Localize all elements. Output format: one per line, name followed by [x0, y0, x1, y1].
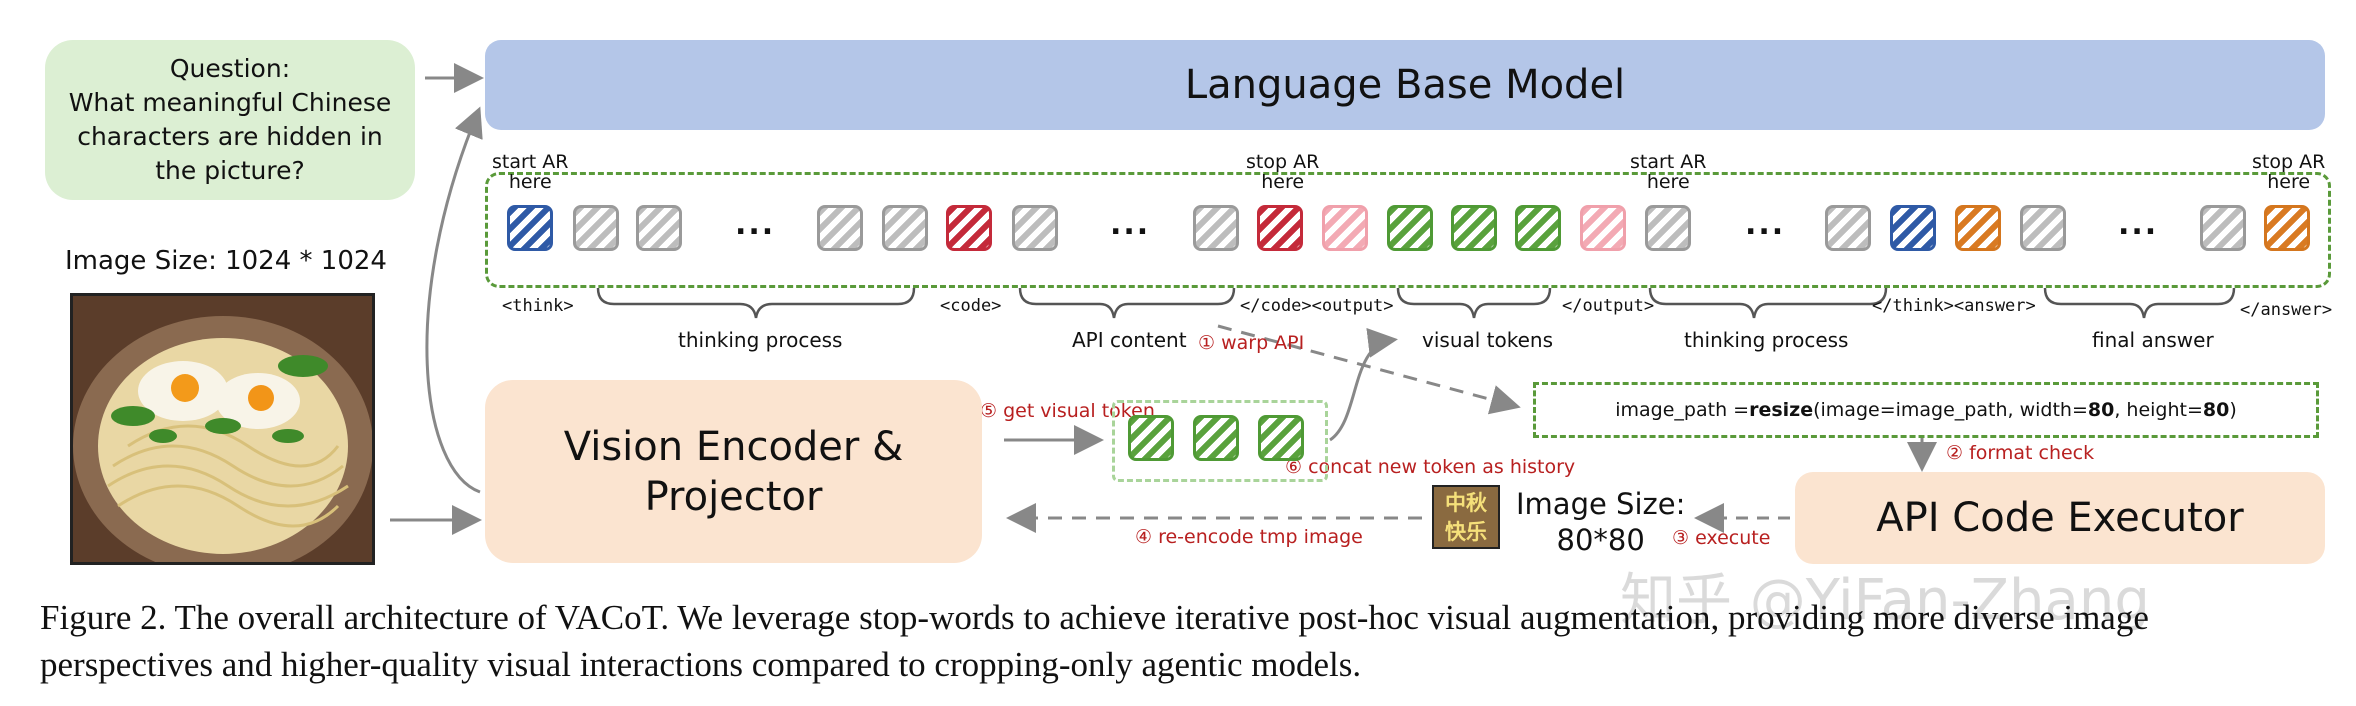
tmp-image-thumbnail: 中秋快乐: [1432, 485, 1500, 549]
warp-api-arrow: [1217, 324, 1521, 415]
token-think: [1825, 205, 1871, 251]
label-thinking-process-2: thinking process: [1684, 328, 1849, 352]
tmp-image-size: Image Size: 80*80: [1516, 487, 1686, 557]
step-re-encode: ④ re-encode tmp image: [1135, 526, 1363, 548]
token-visual: [1387, 205, 1433, 251]
new-visual-token: [1193, 415, 1239, 461]
token-answer-content: [2020, 205, 2066, 251]
token-output-end: [1580, 205, 1626, 251]
token-code: [946, 205, 992, 251]
label-thinking-process-1: thinking process: [678, 328, 843, 352]
step-execute: ③ execute: [1672, 527, 1771, 549]
token-think: [817, 205, 863, 251]
token-sequence: [485, 172, 2331, 288]
token-start: [507, 205, 553, 251]
label-visual-tokens: visual tokens: [1422, 328, 1554, 352]
ellipsis-1: ...: [735, 207, 776, 242]
token-think-end: [1890, 205, 1936, 251]
tag-code-output: </code><output>: [1240, 296, 1394, 316]
question-title: Question:: [169, 54, 291, 83]
token-code-end: [1257, 205, 1303, 251]
input-image: [70, 293, 375, 565]
ellipsis-2: ...: [1110, 207, 1151, 242]
token-visual: [1451, 205, 1497, 251]
token-think: [882, 205, 928, 251]
concat-arrow: [1329, 327, 1398, 442]
step-warp-api: ① warp API: [1198, 332, 1305, 354]
ellipsis-4: ...: [2118, 207, 2159, 242]
token-api: [1012, 205, 1058, 251]
token-api: [1193, 205, 1239, 251]
watermark: 知乎 @YiFan-Zhang: [1620, 568, 2150, 633]
vision-encoder-projector: Vision Encoder & Projector: [485, 380, 982, 563]
token-output: [1322, 205, 1368, 251]
token-answer-content: [2200, 205, 2246, 251]
question-box: Question: What meaningful Chinese charac…: [45, 40, 415, 200]
token-visual: [1515, 205, 1561, 251]
vision-to-lbm-arrow: [425, 106, 483, 494]
step-format-check: ② format check: [1946, 442, 2095, 464]
token-think: [573, 205, 619, 251]
step-get-visual-token: ⑤ get visual token: [980, 400, 1155, 422]
label-api-content: API content: [1072, 328, 1187, 352]
image-size-label: Image Size: 1024 * 1024: [65, 246, 387, 276]
label-final-answer: final answer: [2092, 328, 2214, 352]
tag-think: <think>: [502, 296, 574, 316]
language-base-model: Language Base Model: [485, 40, 2325, 130]
figure-caption: Figure 2. The overall architecture of VA…: [40, 598, 2149, 684]
token-answer-end: [2264, 205, 2310, 251]
question-text: What meaningful Chinese characters are h…: [68, 88, 392, 185]
token-think: [636, 205, 682, 251]
token-think: [1645, 205, 1691, 251]
segment-braces: [596, 287, 2236, 319]
ellipsis-3: ...: [1745, 207, 1786, 242]
token-answer: [1955, 205, 2001, 251]
new-visual-token-group: [1112, 400, 1328, 482]
tag-code: <code>: [940, 296, 1002, 316]
step-concat: ⑥ concat new token as history: [1285, 456, 1576, 478]
new-visual-token: [1258, 415, 1304, 461]
api-code-executor: API Code Executor: [1795, 472, 2325, 564]
api-code-box: image_path = resize(image=image_path, wi…: [1533, 382, 2319, 438]
tag-output-end: </output>: [1562, 296, 1655, 316]
tag-think-answer: </think><answer>: [1872, 296, 2036, 316]
tag-answer-end: </answer>: [2240, 300, 2333, 320]
new-visual-token: [1128, 415, 1174, 461]
